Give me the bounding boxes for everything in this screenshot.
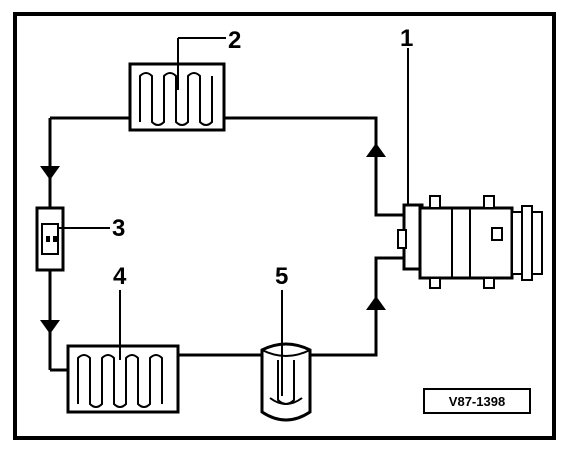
reference-code-box: V87-1398 (423, 388, 531, 414)
label-evaporator: 4 (113, 263, 127, 290)
flow-arrow-up-upper (366, 143, 386, 157)
flow-arrow-down-upper (40, 166, 60, 180)
receiver-dryer (260, 342, 312, 422)
leader-lines (58, 37, 409, 396)
evaporator (66, 344, 180, 414)
flow-arrow-down-lower (40, 320, 60, 334)
label-condenser: 2 (228, 27, 241, 54)
label-receiver-dryer: 5 (275, 263, 288, 290)
reference-code: V87-1398 (449, 394, 505, 409)
expansion-valve (35, 206, 65, 272)
label-expansion-valve: 3 (112, 215, 125, 242)
flow-arrow-up-lower (366, 296, 386, 310)
compressor (397, 195, 543, 289)
label-compressor: 1 (400, 25, 413, 52)
